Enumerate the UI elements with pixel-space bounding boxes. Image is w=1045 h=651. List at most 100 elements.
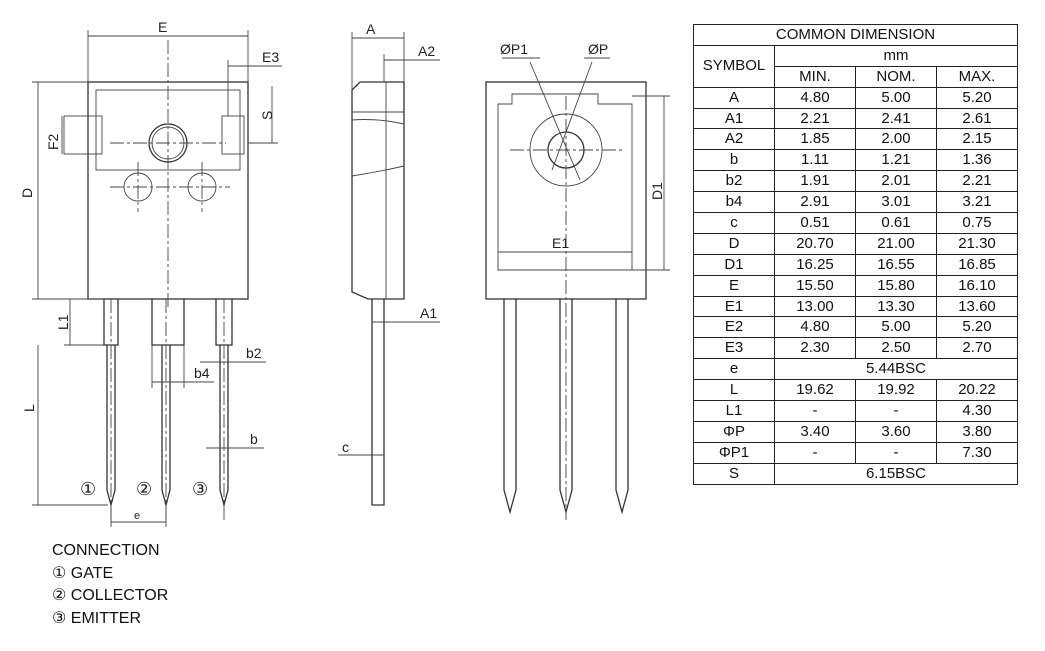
min-cell: 1.91 bbox=[774, 170, 856, 193]
pin-marker-3: ③ bbox=[192, 479, 208, 499]
min-cell: 2.30 bbox=[774, 337, 856, 360]
max-cell: 2.21 bbox=[936, 170, 1018, 193]
dim-label-c: c bbox=[342, 439, 349, 455]
symbol-cell: A2 bbox=[693, 128, 775, 151]
dim-label-A1: A1 bbox=[420, 305, 437, 321]
symbol-cell: D bbox=[693, 232, 775, 255]
min-cell: 3.40 bbox=[774, 420, 856, 443]
symbol-cell: b bbox=[693, 149, 775, 172]
min-cell: 4.80 bbox=[774, 316, 856, 339]
nom-cell: 2.01 bbox=[855, 170, 937, 193]
min-cell: 1.85 bbox=[774, 128, 856, 151]
symbol-cell: E3 bbox=[693, 337, 775, 360]
min-cell: 19.62 bbox=[774, 379, 856, 402]
min-cell: 1.11 bbox=[774, 149, 856, 172]
symbol-cell: e bbox=[693, 358, 775, 381]
nom-cell: 5.00 bbox=[855, 316, 937, 339]
symbol-cell: D1 bbox=[693, 253, 775, 276]
min-cell: 2.21 bbox=[774, 107, 856, 130]
front-leads bbox=[103, 299, 233, 520]
table-col-header-row: MIN.NOM.MAX. bbox=[694, 65, 1018, 88]
symbol-cell: ΦP1 bbox=[693, 441, 775, 464]
nom-cell: 2.50 bbox=[855, 337, 937, 360]
symbol-cell: b2 bbox=[693, 170, 775, 193]
max-cell: 20.22 bbox=[936, 379, 1018, 402]
min-cell: 16.25 bbox=[774, 253, 856, 276]
connection-pin-collector: ② COLLECTOR bbox=[52, 587, 169, 604]
nom-cell: 3.01 bbox=[855, 191, 937, 214]
max-cell: 1.36 bbox=[936, 149, 1018, 172]
symbol-header: SYMBOL bbox=[693, 44, 775, 88]
symbol-cell: ΦP bbox=[693, 420, 775, 443]
max-cell: 3.21 bbox=[936, 191, 1018, 214]
front-view: E E3 S F2 D L1 L b4 b2 b bbox=[19, 19, 282, 527]
dim-label-E: E bbox=[158, 19, 167, 35]
max-cell: 16.85 bbox=[936, 253, 1018, 276]
dim-label-S: S bbox=[259, 111, 275, 120]
dim-label-phiP: ØP bbox=[588, 41, 608, 57]
max-cell: 5.20 bbox=[936, 86, 1018, 109]
dim-label-phiP1: ØP1 bbox=[500, 41, 528, 57]
connection-pin-emitter: ③ EMITTER bbox=[52, 609, 142, 627]
bsc-value-cell: 6.15BSC bbox=[774, 462, 1018, 485]
nom-cell: 2.00 bbox=[855, 128, 937, 151]
nom-cell: - bbox=[855, 441, 937, 464]
pin-marker-2: ② bbox=[136, 479, 152, 499]
dim-label-E3: E3 bbox=[262, 49, 279, 65]
max-cell: 2.70 bbox=[936, 337, 1018, 360]
dim-label-b2: b2 bbox=[246, 345, 262, 361]
side-body-outline bbox=[351, 81, 405, 300]
dim-label-A: A bbox=[366, 21, 376, 37]
symbol-cell: b4 bbox=[693, 191, 775, 214]
max-cell: 4.30 bbox=[936, 400, 1018, 422]
connection-title: CONNECTION bbox=[52, 542, 160, 559]
symbol-cell: E1 bbox=[693, 295, 775, 318]
symbol-cell: L1 bbox=[693, 400, 775, 422]
symbol-cell: E2 bbox=[693, 316, 775, 339]
table-title: COMMON DIMENSION bbox=[693, 24, 1018, 46]
dim-label-L1: L1 bbox=[55, 314, 71, 330]
max-cell: 2.61 bbox=[936, 107, 1018, 130]
nom-cell: 15.80 bbox=[855, 274, 937, 297]
symbol-cell: A bbox=[693, 86, 775, 109]
side-view: A A2 A1 c bbox=[338, 21, 440, 506]
max-cell: 21.30 bbox=[936, 232, 1018, 255]
back-heatsink-outline bbox=[497, 93, 633, 271]
dim-label-F2: F2 bbox=[45, 133, 61, 150]
symbol-cell: c bbox=[693, 212, 775, 234]
symbol-cell: S bbox=[693, 462, 775, 485]
min-cell: 15.50 bbox=[774, 274, 856, 297]
connection-pin-gate: ① GATE bbox=[52, 564, 114, 582]
min-cell: - bbox=[774, 400, 856, 422]
pin-marker-1: ① bbox=[80, 479, 96, 499]
dim-label-b4: b4 bbox=[194, 365, 210, 381]
column-header: NOM. bbox=[855, 65, 937, 88]
table-title-row: COMMON DIMENSION bbox=[693, 24, 1018, 46]
nom-cell: 1.21 bbox=[855, 149, 937, 172]
nom-cell: 5.00 bbox=[855, 86, 937, 109]
min-cell: 13.00 bbox=[774, 295, 856, 318]
min-cell: - bbox=[774, 441, 856, 464]
min-cell: 4.80 bbox=[774, 86, 856, 109]
table-row: L1--4.30 bbox=[693, 400, 1018, 422]
max-cell: 16.10 bbox=[936, 274, 1018, 297]
min-cell: 0.51 bbox=[774, 212, 856, 234]
dim-label-E1: E1 bbox=[552, 235, 569, 251]
